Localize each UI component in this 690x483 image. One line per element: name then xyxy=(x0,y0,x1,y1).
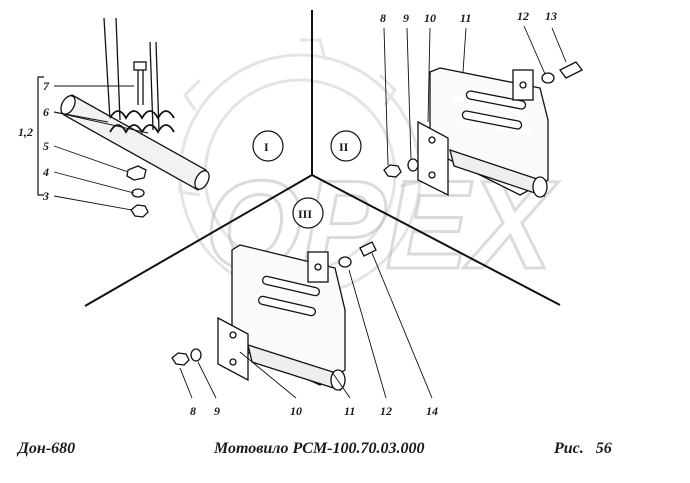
svg-text:I: I xyxy=(264,140,269,154)
callout-6: 6 xyxy=(43,105,49,119)
callout-lines-left xyxy=(53,85,149,211)
callout-8-bottom: 8 xyxy=(190,404,196,418)
callout-14-bottom: 14 xyxy=(426,404,438,418)
bracket-bottom xyxy=(171,241,377,391)
callout-9-bottom: 9 xyxy=(214,404,220,418)
callout-10-top: 10 xyxy=(424,11,436,25)
callout-5: 5 xyxy=(43,139,49,153)
drawing-title: Мотовило РСМ-100.70.03.000 xyxy=(214,440,425,457)
callout-13-top: 13 xyxy=(545,9,557,23)
callout-4: 4 xyxy=(42,165,49,179)
callout-7: 7 xyxy=(43,79,50,93)
section-lines xyxy=(84,10,561,307)
model-label: Дон-680 xyxy=(18,440,76,457)
bracket-top xyxy=(383,61,583,198)
section-marker-2: II xyxy=(330,130,362,162)
figure-number: Рис. 56 xyxy=(554,440,612,457)
callout-lines-bottom xyxy=(179,252,433,399)
callout-9-top: 9 xyxy=(403,11,409,25)
callout-12-top: 12 xyxy=(517,9,529,23)
callout-8-top: 8 xyxy=(380,11,386,25)
callout-10-bottom: 10 xyxy=(290,404,302,418)
svg-text:II: II xyxy=(339,140,349,154)
svg-text:III: III xyxy=(298,207,312,221)
callout-lines-top-right xyxy=(383,25,567,166)
section-marker-1: I xyxy=(252,130,284,162)
shaft-assembly xyxy=(60,17,210,218)
callout-11-top: 11 xyxy=(460,11,471,25)
section-marker-3: III xyxy=(292,197,324,229)
callout-12-bottom: 12 xyxy=(380,404,392,418)
callout-group: 1,2 xyxy=(18,125,33,139)
callout-3: 3 xyxy=(42,189,49,203)
callout-11-bottom: 11 xyxy=(344,404,355,418)
group-bracket xyxy=(37,76,44,196)
